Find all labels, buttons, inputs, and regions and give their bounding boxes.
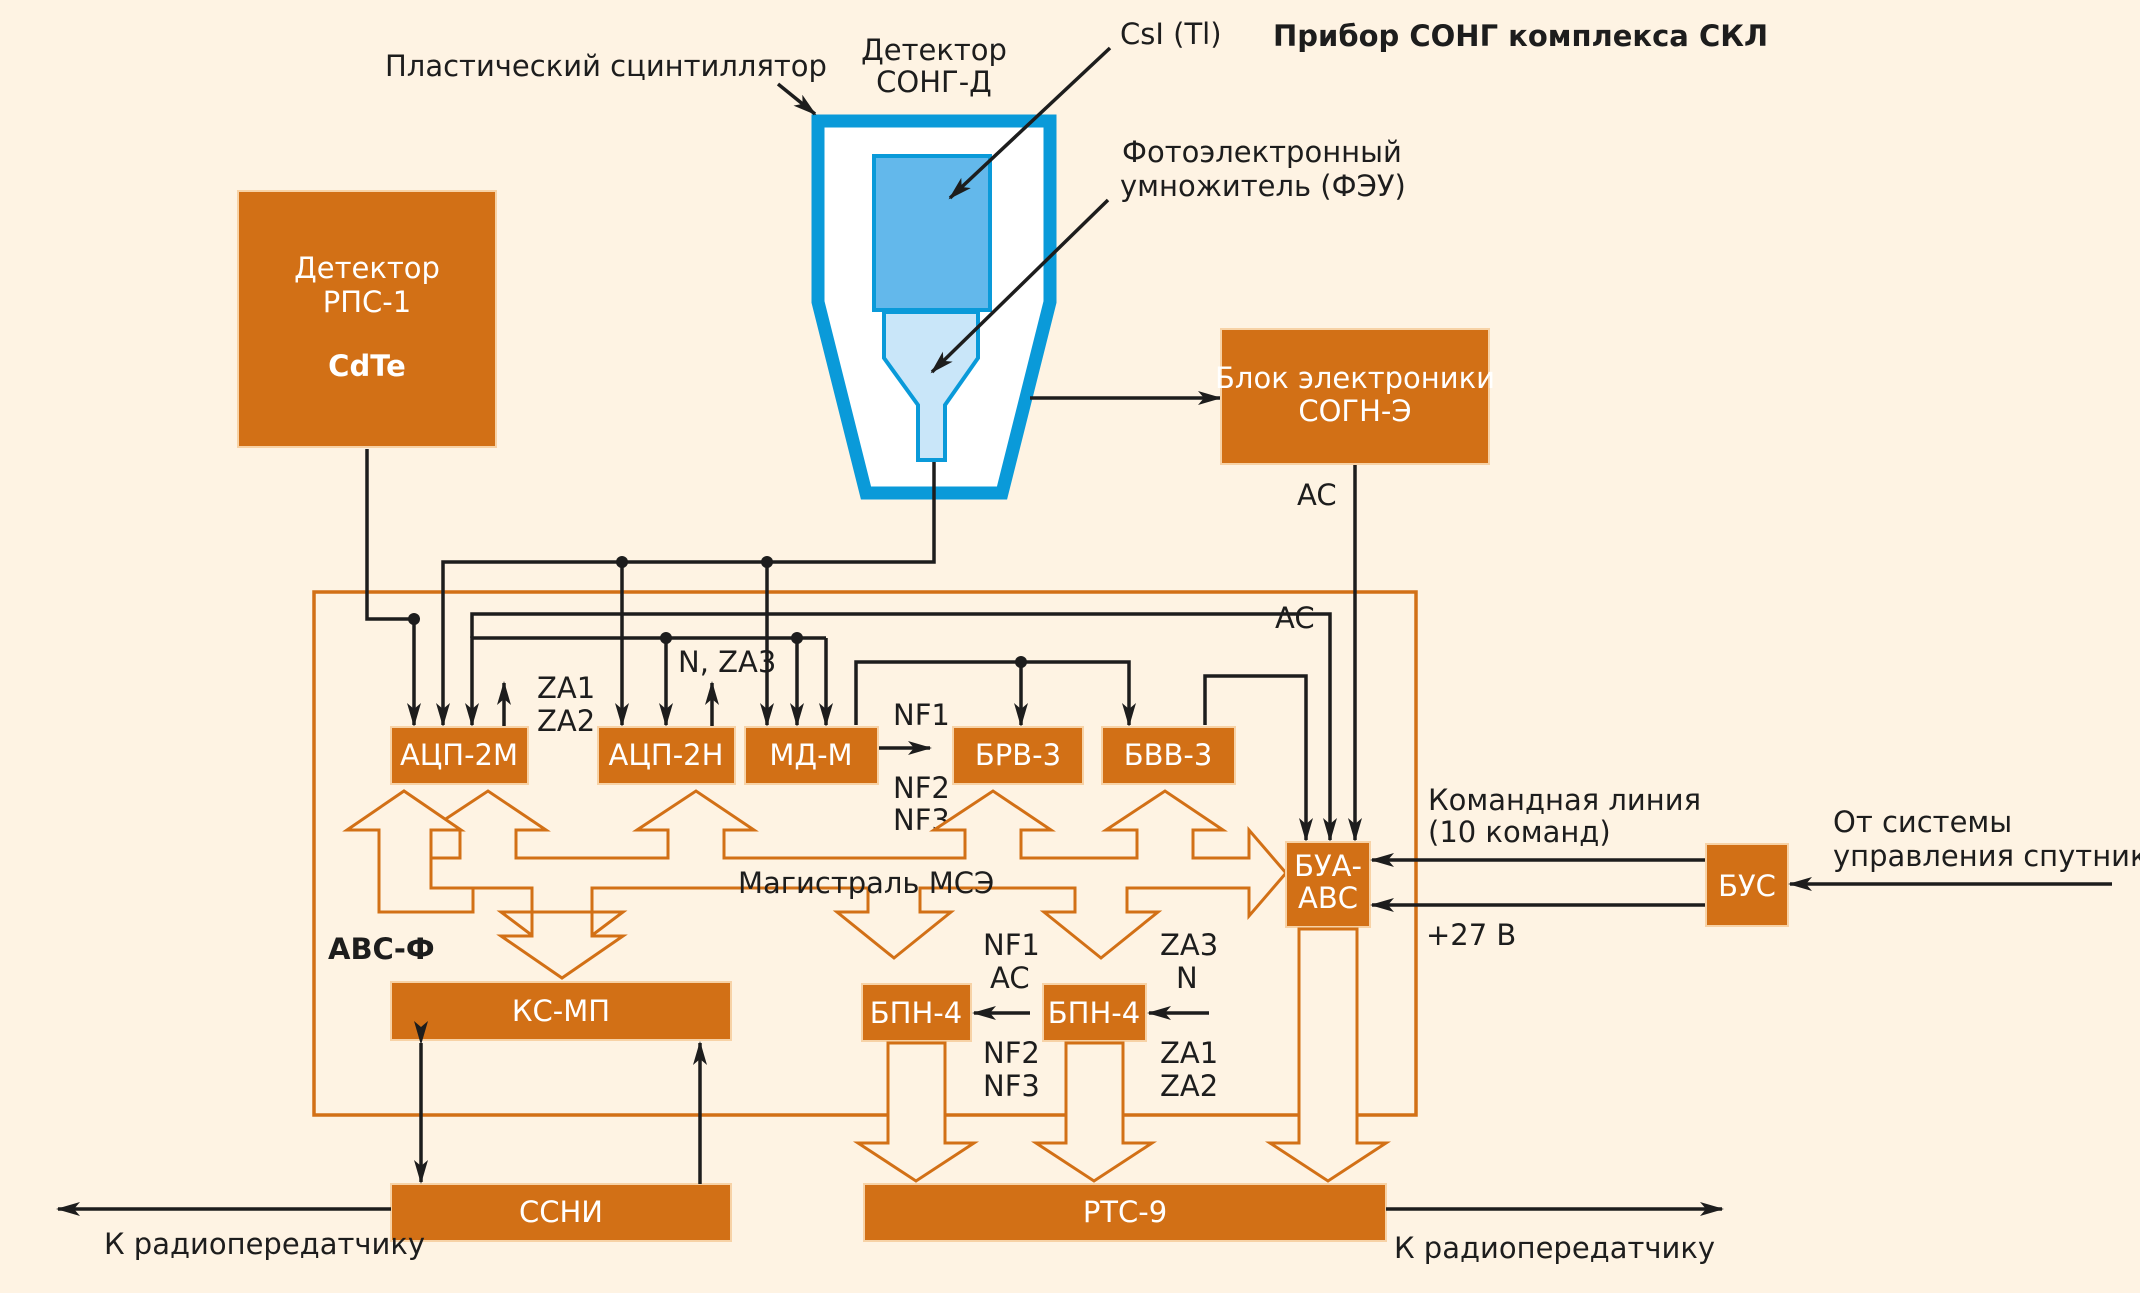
label-satellite-line2: управления спутника (1833, 839, 2140, 873)
rps-1-text-line1: Детектор (294, 251, 440, 285)
label-bpn-b-za1: ZA1 (1160, 1036, 1218, 1070)
label-za1: ZA1 (537, 671, 595, 705)
junction-dot (761, 556, 773, 568)
junction-dot (1015, 656, 1027, 668)
ks-mp-block (390, 981, 732, 1041)
bpn-4a-block (861, 983, 972, 1042)
label-bpn-a-nf3: NF3 (983, 1069, 1040, 1103)
bpn4a-to-rts9-arrow (852, 1041, 980, 1183)
junction-dot (791, 632, 803, 644)
wire-ac-to-bua (470, 612, 1337, 842)
label-n-za3: N, ZA3 (678, 645, 776, 679)
label-command-line-2: (10 команд) (1428, 815, 1611, 849)
label-za2: ZA2 (537, 704, 595, 738)
acp-2n-text: АЦП-2Н (609, 738, 724, 772)
ssni-block (390, 1183, 732, 1242)
brv-3-block (952, 726, 1084, 785)
wire-mdm-to-brv-bvv (854, 660, 1136, 727)
song-d-detector (811, 114, 1057, 500)
md-m-block (744, 726, 879, 785)
bua-avs-text-line2: АВС (1298, 881, 1358, 915)
bua-avs-text-line1: БУА- (1294, 849, 1362, 883)
acp-2n-block (597, 726, 736, 785)
label-nf2: NF2 (893, 771, 950, 805)
md-m-text: МД-М (769, 738, 852, 772)
ssni-text: ССНИ (519, 1195, 603, 1229)
acp-2m-text: АЦП-2М (400, 738, 518, 772)
mse-bus-left-arm (342, 789, 475, 914)
label-bpn-b-za2: ZA2 (1160, 1069, 1218, 1103)
acp-2m-block (390, 726, 529, 785)
rps-1-text-line3: CdTe (328, 349, 406, 383)
label-csi: CsI (Tl) (1120, 17, 1222, 51)
label-ac-inner: AC (1275, 601, 1315, 635)
label-bus: Магистраль МСЭ (738, 866, 994, 900)
label-bpn-a-nf1: NF1 (983, 928, 1040, 962)
label-bpn-a-ac: AC (990, 961, 1030, 995)
bpn-4b-block (1042, 983, 1147, 1042)
label-ac-sogn: AC (1297, 478, 1337, 512)
wire-bvv3-to-bua (1203, 674, 1313, 842)
label-nf1: NF1 (893, 698, 950, 732)
label-command-line-1: Командная линия (1428, 783, 1701, 817)
arrow-pmt (930, 198, 1110, 374)
bvv-3-text: БВВ-3 (1124, 738, 1213, 772)
sogn-e-block (1220, 328, 1490, 465)
label-pmt-line2: умножитель (ФЭУ) (1120, 169, 1406, 203)
rts-9-text: РТС-9 (1083, 1195, 1167, 1229)
arrow-csi (948, 46, 1112, 200)
diagram-title: Прибор СОНГ комплекса СКЛ (1273, 19, 1768, 53)
label-radio-left: К радиопередатчику (104, 1227, 425, 1261)
label-detector-song-line2: СОНГ-Д (876, 65, 992, 99)
label-nf3: NF3 (893, 803, 950, 837)
label-satellite-line1: От системы (1833, 805, 2012, 839)
label-plastic-scintillator: Пластический сцинтиллятор (385, 49, 827, 83)
bus-to-ks-mp (496, 910, 628, 980)
bpn-4a-text: БПН-4 (870, 996, 962, 1030)
bus-block (1705, 843, 1789, 927)
wire-rps-to-acp2m (365, 449, 421, 727)
bua-avs-block (1285, 841, 1371, 928)
bvv-3-block (1101, 726, 1236, 785)
bpn4b-to-rts9-arrow (1030, 1041, 1158, 1183)
junction-dot (660, 632, 672, 644)
label-27v: +27 В (1426, 918, 1516, 952)
brv-3-text: БРВ-3 (975, 738, 1061, 772)
ks-mp-text: КС-МП (512, 994, 610, 1028)
label-pmt-line1: Фотоэлектронный (1122, 135, 1402, 169)
label-detector-song-line1: Детектор (861, 33, 1007, 67)
label-radio-right: К радиопередатчику (1394, 1231, 1715, 1265)
label-bpn-a-nf2: NF2 (983, 1036, 1040, 1070)
sogn-e-text-line2: СОГН-Э (1298, 394, 1411, 428)
label-avs-f: АВС-Ф (328, 932, 435, 966)
rps-1-detector-block (237, 190, 497, 448)
label-bpn-b-n: N (1176, 961, 1198, 995)
rps-1-text-line2: РПС-1 (323, 285, 411, 319)
wire-detector-bus (436, 462, 936, 727)
bpn-4b-text: БПН-4 (1048, 996, 1140, 1030)
rts-9-block (863, 1183, 1387, 1242)
junction-dot (616, 556, 628, 568)
bua-to-rts9-arrow (1264, 927, 1392, 1183)
label-bpn-b-za3: ZA3 (1160, 928, 1218, 962)
junction-dot (408, 613, 420, 625)
arrow-plastic (776, 82, 817, 116)
bus-block-text: БУС (1718, 869, 1776, 903)
sogn-e-text-line1: Блок электроники (1215, 361, 1495, 395)
avs-f-container (312, 590, 1418, 1117)
mse-bus-shape (424, 789, 1288, 960)
